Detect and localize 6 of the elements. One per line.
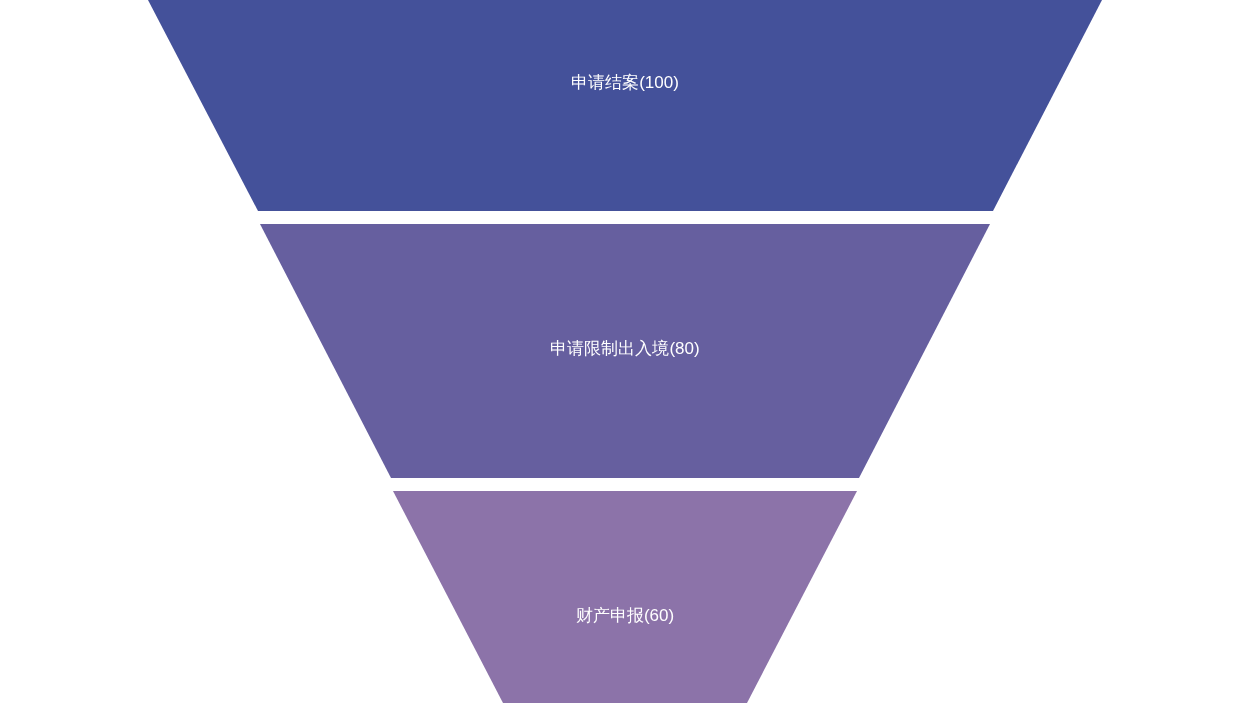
funnel-band [393, 491, 857, 703]
funnel-band [148, 0, 1102, 211]
stage-label: 申请结案(100) [571, 72, 679, 94]
stage-label: 申请限制出入境(80) [550, 338, 700, 360]
stage-label: 财产申报(60) [575, 605, 675, 627]
funnel-band [260, 224, 990, 478]
